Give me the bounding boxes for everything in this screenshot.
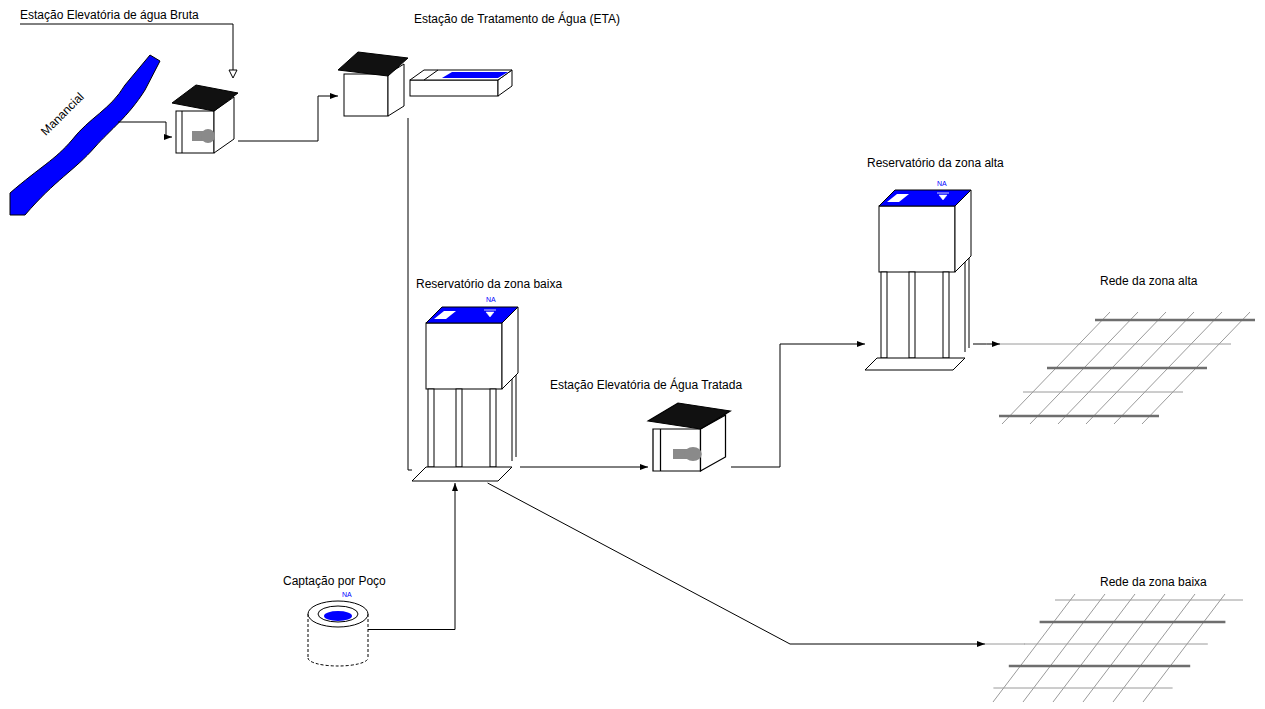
- pipe-connector: [160, 122, 172, 137]
- node-label: Reservatório da zona alta: [867, 156, 1004, 170]
- pipe-connector: [408, 118, 412, 470]
- well: [308, 601, 380, 666]
- grid-line: [1095, 319, 1255, 322]
- pipe-connector: [380, 483, 455, 630]
- grid-line: [985, 644, 1025, 645]
- treatment-plant: Estação de Tratamento de Água (ETA): [338, 40, 514, 118]
- pump-house: [648, 403, 731, 471]
- water-level-mark: NA: [937, 180, 947, 187]
- grid-line: [1023, 594, 1105, 702]
- label-holder: NA: [486, 296, 496, 303]
- pipe-network: [999, 312, 1255, 424]
- node-label: Estação de Tratamento de Água (ETA): [414, 12, 620, 26]
- grid-line: [1071, 344, 1231, 345]
- grid-line: [1023, 392, 1183, 393]
- grid-line: [1024, 644, 1208, 645]
- river: [10, 55, 160, 215]
- label-holder: NA: [937, 180, 947, 187]
- grid-line: [999, 415, 1159, 418]
- reservoir: Reservatório da zona baixa: [412, 295, 520, 483]
- grid-line: [1040, 621, 1226, 624]
- grid-line: [1009, 665, 1190, 668]
- grid-line: [1083, 594, 1165, 702]
- grid-line: [1000, 344, 1071, 345]
- treatment-plant: [338, 52, 512, 116]
- pump-station: Estação Elevatória de Água Tratada: [648, 403, 731, 471]
- pipe-stub: [118, 122, 160, 123]
- pipe-connector: [238, 96, 338, 141]
- pump-house: [172, 85, 238, 153]
- pipe-connector: [488, 483, 985, 644]
- pipe-connector: [520, 467, 648, 468]
- leader-line: [20, 24, 233, 70]
- grid-line: [1047, 367, 1207, 370]
- distribution-network: Rede da zona baixa: [985, 590, 1250, 705]
- grid-line: [1053, 594, 1135, 702]
- elevated-tank: [412, 307, 518, 481]
- node-label: Estação Elevatória de Água Tratada: [550, 378, 742, 392]
- grid-line: [1113, 594, 1195, 702]
- distribution-network: Rede da zona alta: [1000, 292, 1258, 430]
- node-label: Captação por Poço: [283, 574, 386, 588]
- node-label: Reservatório da zona baixa: [416, 277, 562, 291]
- pipe-network: [985, 594, 1243, 702]
- water-level-mark: NA: [342, 591, 352, 598]
- river-node: Manancial: [10, 55, 160, 215]
- node-label: Rede da zona alta: [1100, 274, 1197, 288]
- node-label: Rede da zona baixa: [1100, 575, 1207, 589]
- pump-station: Estação Elevatória de água Bruta: [172, 85, 238, 153]
- elevated-tank: [865, 190, 971, 370]
- leader-head: [229, 70, 237, 78]
- grid-line: [1055, 600, 1243, 601]
- water-level-mark: NA: [486, 296, 496, 303]
- node-label: Estação Elevatória de água Bruta: [20, 8, 199, 22]
- grid-line: [1143, 594, 1225, 702]
- node-label: Manancial: [38, 90, 87, 139]
- grid-line: [993, 688, 1172, 689]
- pipe-connector: [731, 344, 865, 467]
- reservoir: Reservatório da zona alta: [865, 178, 973, 370]
- river-water: [10, 55, 160, 215]
- pipe-connector: [973, 344, 1000, 345]
- label-holder: NA: [342, 591, 352, 598]
- grid-line: [993, 594, 1075, 702]
- well-intake: Captação por Poço: [300, 598, 380, 668]
